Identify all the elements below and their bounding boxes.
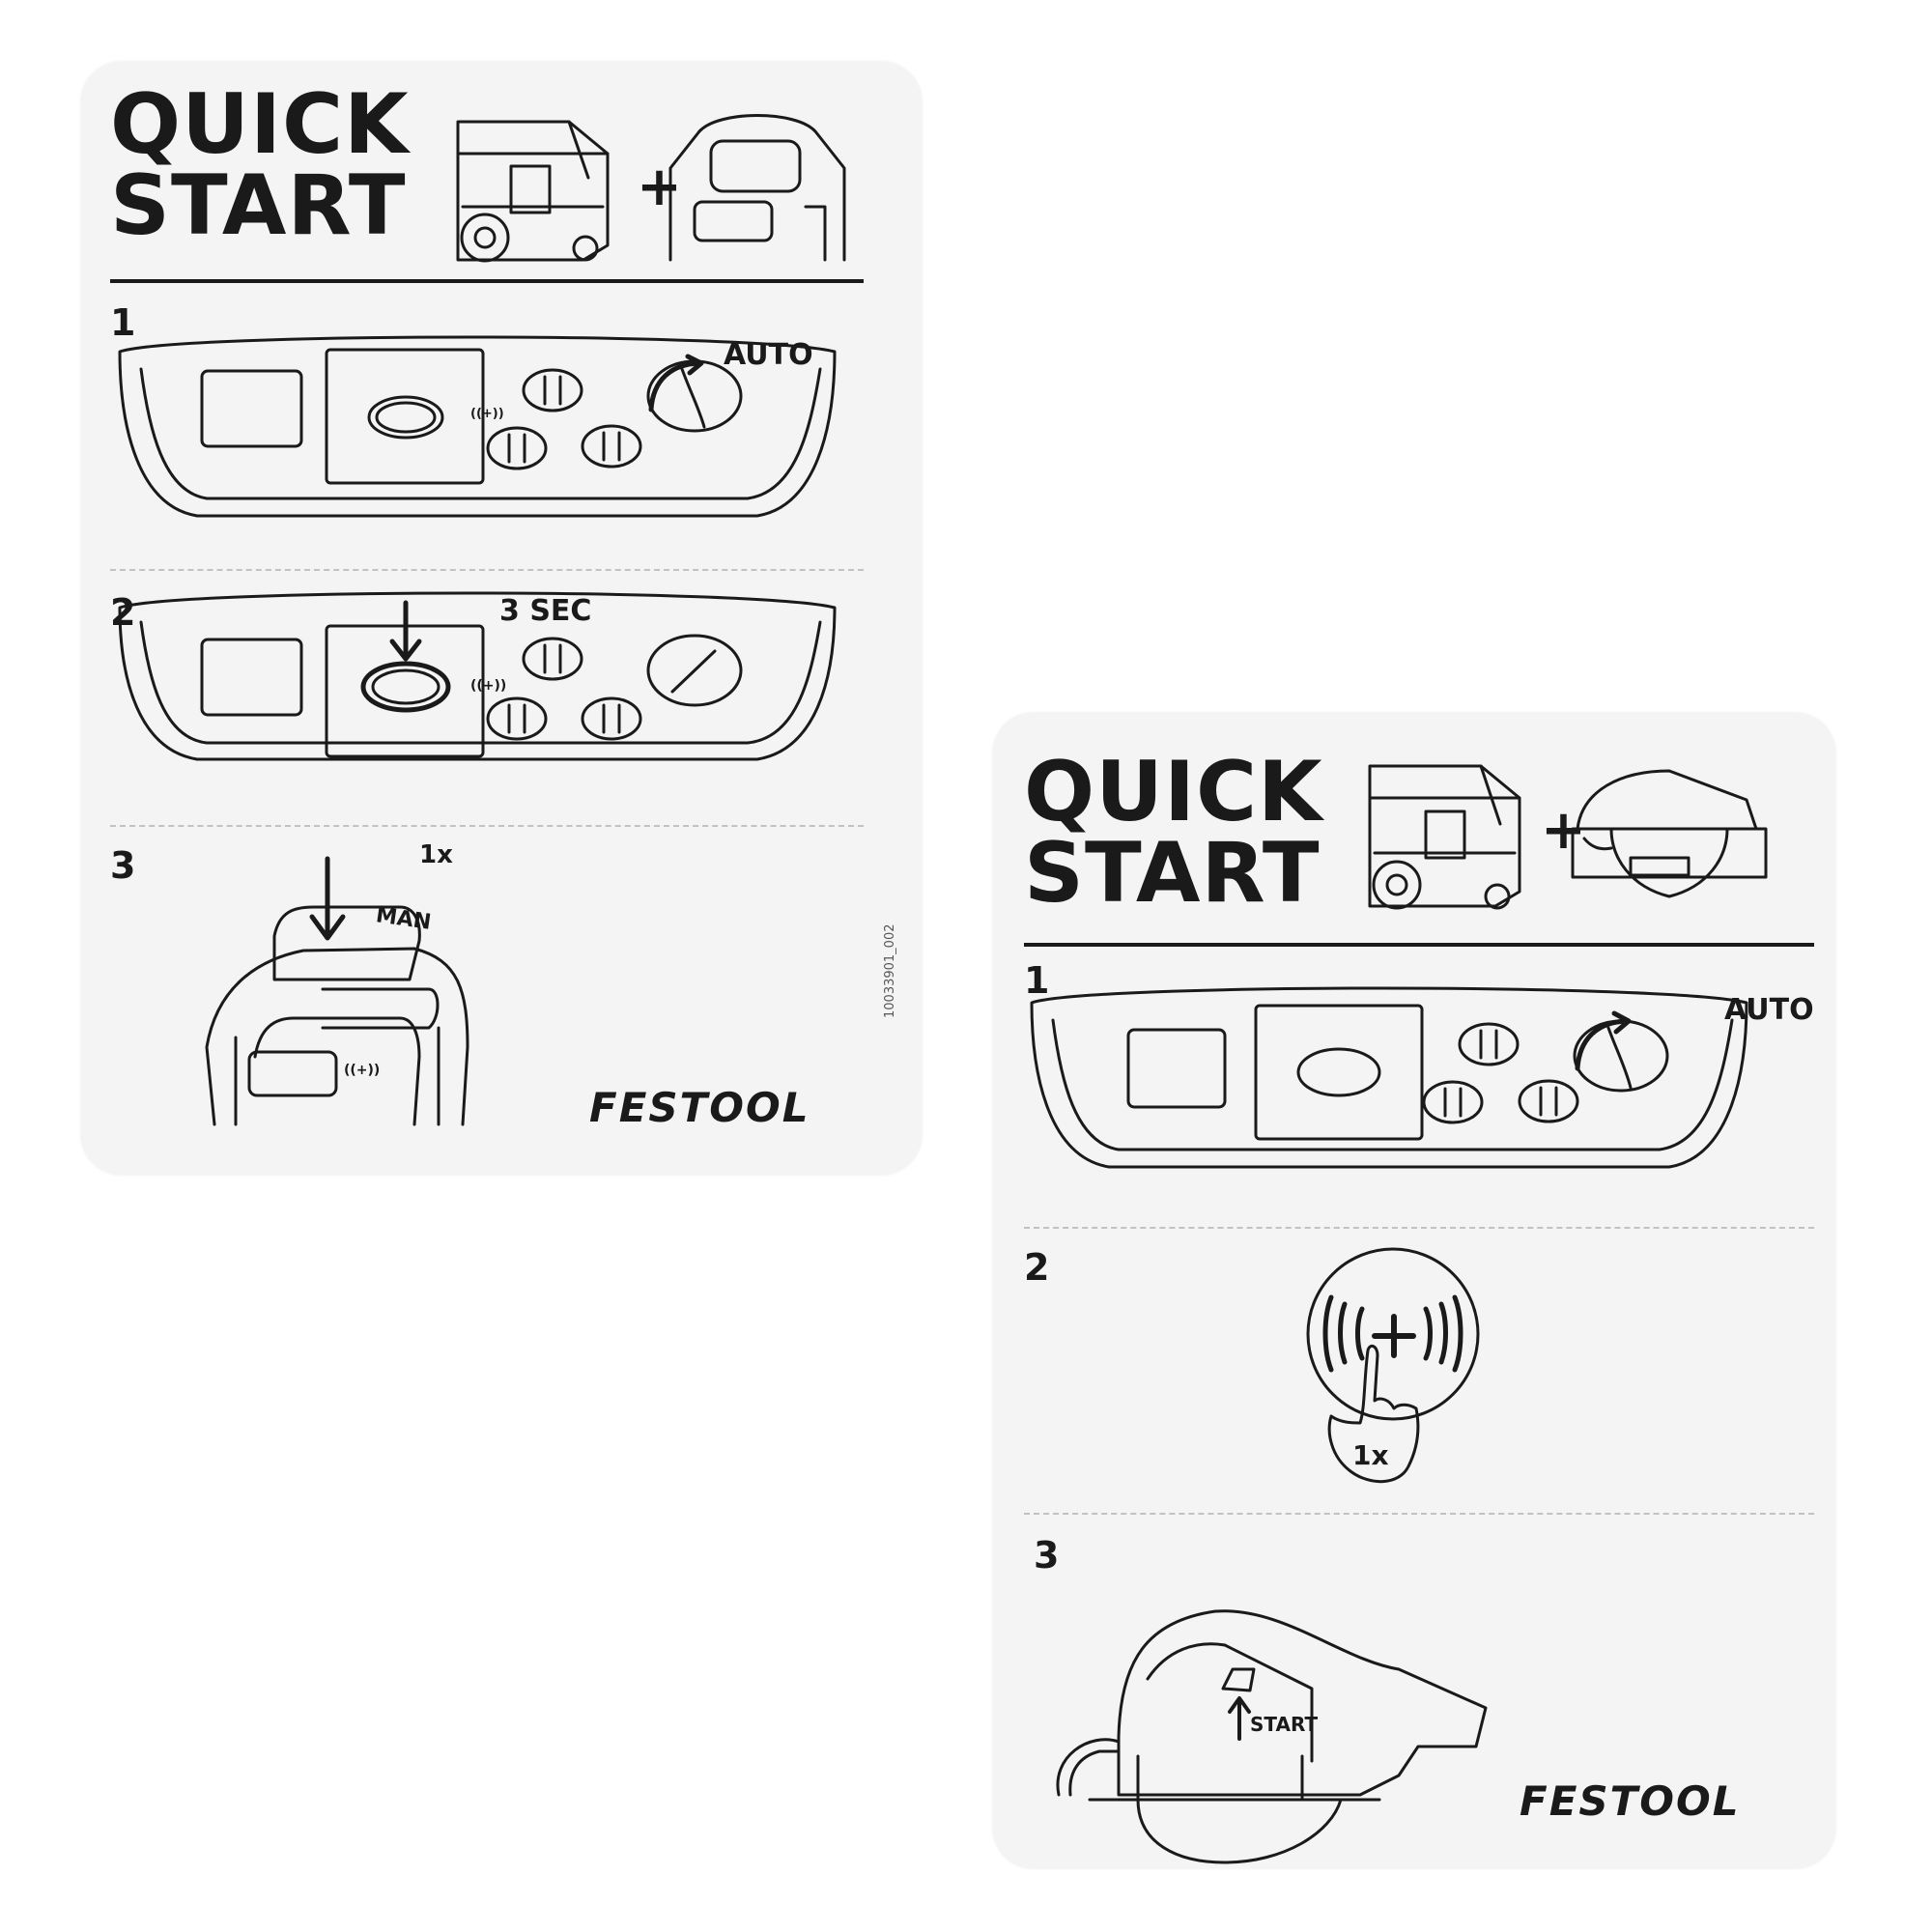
quick-start-card-right: + QUICK START 1 AUTO 2 1x 3 START FESTOO…	[993, 713, 1835, 1868]
step-divider-2	[1024, 1513, 1814, 1515]
title-line1: QUICK	[1024, 744, 1323, 840]
title-rule	[1024, 943, 1814, 947]
dust-extractor-icon	[1368, 764, 1521, 910]
title-line2: START	[110, 157, 407, 254]
remote-control-icon	[668, 114, 846, 262]
brand-logo: FESTOOL	[1520, 1777, 1741, 1825]
bluetooth-button-icon	[1306, 1247, 1480, 1421]
dust-extractor-icon	[456, 120, 610, 263]
step-divider-1	[1024, 1227, 1814, 1229]
step-1-label: AUTO	[724, 338, 813, 372]
plus-sign: +	[637, 156, 682, 218]
title-line1: QUICK	[110, 76, 410, 173]
plunge-saw-start-illustration	[1056, 1609, 1488, 1864]
card-title: QUICK START	[1024, 744, 1323, 922]
step-3-number: 3	[1034, 1534, 1060, 1577]
step-3-number: 3	[110, 844, 136, 887]
bluetooth-symbol-step3: ((+))	[344, 1063, 381, 1078]
brand-logo: FESTOOL	[589, 1084, 810, 1131]
step-1-number: 1	[110, 301, 136, 344]
title-rule	[110, 279, 864, 283]
document-number: 10033901_002	[883, 923, 897, 1018]
bluetooth-symbol-step2: ((+))	[470, 678, 507, 694]
control-panel-icon-step1	[1030, 986, 1748, 1169]
remote-press-illustration	[205, 856, 469, 1126]
step-divider-2	[110, 825, 864, 827]
card-right-illustrations: +	[1030, 764, 1768, 1864]
step-2-label: 1x	[1352, 1439, 1389, 1471]
plus-sign: +	[1541, 799, 1586, 862]
bluetooth-symbol-step1: ((+))	[470, 407, 504, 421]
control-panel-icon-step2	[118, 591, 837, 761]
title-line2: START	[1024, 825, 1321, 922]
step-2-number: 2	[1024, 1246, 1050, 1289]
step-2-label: 3 SEC	[499, 594, 592, 628]
step-2-number: 2	[110, 591, 136, 634]
card-left-illustrations: +	[118, 114, 846, 1126]
step-1-label: AUTO	[1724, 993, 1814, 1027]
step-3-label: 1x	[419, 840, 453, 869]
plunge-saw-icon	[1571, 769, 1768, 898]
step-3-label: START	[1250, 1713, 1319, 1736]
step-divider-1	[110, 569, 864, 571]
card-title: QUICK START	[110, 76, 410, 254]
step-1-number: 1	[1024, 959, 1050, 1002]
hand-press-icon	[1327, 1344, 1420, 1484]
quick-start-card-left: + QUICK START 1 AUTO ((+)) 2 3 SEC ((+))…	[81, 62, 922, 1175]
control-panel-icon-step1	[118, 335, 837, 518]
